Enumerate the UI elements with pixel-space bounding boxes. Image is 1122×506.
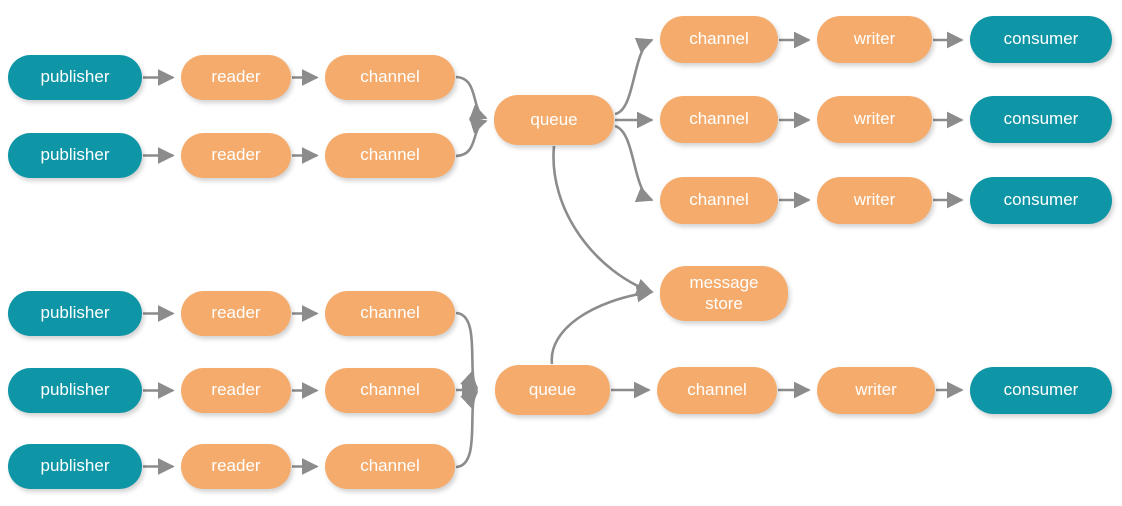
node-cons-o2[interactable]: consumer bbox=[970, 96, 1112, 143]
node-ch-o2[interactable]: channel bbox=[660, 96, 778, 143]
node-wr-o2[interactable]: writer bbox=[817, 96, 932, 143]
edge-channel-t1-queue bbox=[455, 75, 488, 121]
node-wr-b4[interactable]: writer bbox=[817, 367, 935, 414]
edge-queue-bot-message-store bbox=[550, 285, 654, 365]
node-rd-t1[interactable]: reader bbox=[181, 55, 291, 100]
node-pub-t2[interactable]: publisher bbox=[8, 133, 142, 178]
node-rd-t2[interactable]: reader bbox=[181, 133, 291, 178]
edge-channel-t2-queue bbox=[455, 117, 488, 158]
node-ch-o3[interactable]: channel bbox=[660, 177, 778, 224]
node-wr-o3[interactable]: writer bbox=[817, 177, 932, 224]
node-q-bot[interactable]: queue bbox=[495, 365, 610, 415]
node-ch-b2[interactable]: channel bbox=[325, 368, 455, 413]
edge-queue-top-message-store bbox=[552, 145, 654, 295]
node-pub-b3[interactable]: publisher bbox=[8, 444, 142, 489]
node-wr-o1[interactable]: writer bbox=[817, 16, 932, 63]
node-cons-o3[interactable]: consumer bbox=[970, 177, 1112, 224]
node-rd-b2[interactable]: reader bbox=[181, 368, 291, 413]
node-cons-o1[interactable]: consumer bbox=[970, 16, 1112, 63]
node-rd-b1[interactable]: reader bbox=[181, 291, 291, 336]
node-q-top[interactable]: queue bbox=[494, 95, 614, 145]
node-ch-b1[interactable]: channel bbox=[325, 291, 455, 336]
node-ch-b3[interactable]: channel bbox=[325, 444, 455, 489]
node-mstore[interactable]: message store bbox=[660, 266, 788, 321]
node-ch-t2[interactable]: channel bbox=[325, 133, 455, 178]
edge-channel-b1-queue bbox=[455, 311, 479, 390]
node-pub-b1[interactable]: publisher bbox=[8, 291, 142, 336]
node-cons-b4[interactable]: consumer bbox=[970, 367, 1112, 414]
node-rd-b3[interactable]: reader bbox=[181, 444, 291, 489]
edge-queue-channel-o1 bbox=[614, 37, 654, 116]
node-ch-b4[interactable]: channel bbox=[657, 367, 777, 414]
edge-channel-b3-queue bbox=[455, 390, 479, 469]
node-ch-t1[interactable]: channel bbox=[325, 55, 455, 100]
node-pub-t1[interactable]: publisher bbox=[8, 55, 142, 100]
edge-queue-channel-o3 bbox=[614, 124, 654, 203]
node-ch-o1[interactable]: channel bbox=[660, 16, 778, 63]
node-pub-b2[interactable]: publisher bbox=[8, 368, 142, 413]
